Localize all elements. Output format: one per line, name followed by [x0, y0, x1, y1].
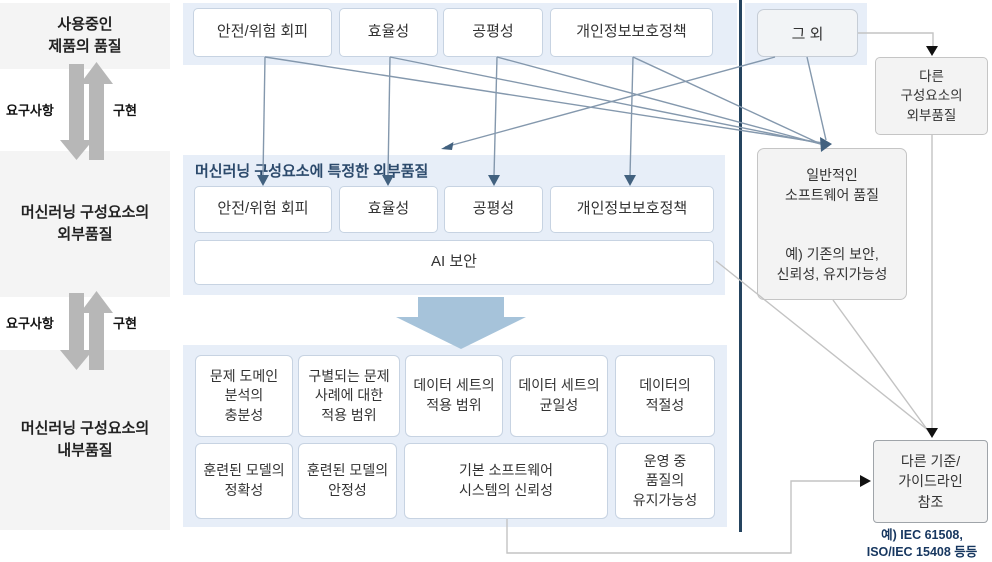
internal-box-model-stability: 훈련된 모델의 안정성 [298, 443, 397, 519]
arrowhead-other-standards-top-icon [926, 428, 938, 438]
ml-external-quality-box: 머신러닝 구성요소의 외부품질 [0, 151, 170, 297]
external-box-safety: 안전/위험 회피 [194, 186, 332, 233]
other-component-quality-box: 다른 구성요소의 외부품질 [875, 57, 988, 135]
top-box-safety: 안전/위험 회피 [193, 8, 332, 57]
ml-internal-quality-box: 머신러닝 구성요소의 내부품질 [0, 350, 170, 530]
top-to-external-connectors [262, 56, 827, 177]
external-box-fairness: 공평성 [444, 186, 543, 233]
vertical-divider-line [739, 0, 742, 532]
arrowhead-external-panel-icon [441, 142, 454, 150]
product-quality-box: 사용중인 제품의 품질 [0, 3, 170, 69]
ai-security-box: AI 보안 [194, 240, 714, 285]
internal-box-data-adequacy: 데이터의 적절성 [615, 355, 715, 437]
top-box-privacy: 개인정보보호정책 [550, 8, 713, 57]
requirements-label-2: 요구사항 [6, 316, 54, 331]
internal-box-maintainability: 운영 중 품질의 유지가능성 [615, 443, 715, 519]
top-box-efficiency: 효율성 [339, 8, 438, 57]
external-box-efficiency: 효율성 [339, 186, 438, 233]
blue-arrowheads [257, 137, 832, 186]
arrowhead-general-quality-icon [820, 137, 832, 152]
internal-box-model-accuracy: 훈련된 모델의 정확성 [195, 443, 293, 519]
top-box-fairness: 공평성 [443, 8, 543, 57]
internal-box-dataset-coverage: 데이터 세트의 적용 범위 [405, 355, 503, 437]
down-arrow-icon [60, 350, 93, 370]
requirements-label-1: 요구사항 [6, 103, 54, 118]
up-arrow-icon [80, 62, 113, 84]
top-box-others: 그 외 [757, 9, 858, 57]
internal-box-dataset-uniformity: 데이터 세트의 균일성 [510, 355, 608, 437]
internal-box-software-reliability: 기본 소프트웨어 시스템의 신뢰성 [404, 443, 608, 519]
other-standards-box: 다른 기준/ 가이드라인 참조 [873, 440, 988, 523]
external-box-privacy: 개인정보보호정책 [550, 186, 714, 233]
external-panel-title: 머신러닝 구성요소에 특정한 외부품질 [195, 163, 429, 180]
right-side-connectors [506, 32, 934, 554]
big-down-arrow-icon [396, 297, 526, 349]
arrowhead-other-component-icon [926, 46, 938, 56]
general-software-example-label: 예) 기존의 보안, 신뢰성, 유지가능성 [776, 245, 888, 282]
requirement-implementation-arrows [60, 62, 113, 370]
internal-box-case-coverage: 구별되는 문제 사례에 대한 적용 범위 [298, 355, 400, 437]
implementation-label-1: 구현 [113, 103, 137, 118]
arrowhead-other-standards-left-icon [860, 475, 871, 487]
general-software-quality-label: 일반적인 소프트웨어 품질 [784, 167, 880, 204]
internal-box-domain-analysis: 문제 도메인 분석의 충분성 [195, 355, 293, 437]
standards-example-caption: 예) IEC 61508, ISO/IEC 15408 등등 [866, 528, 978, 559]
up-arrow-icon [80, 291, 113, 313]
down-arrow-icon [60, 140, 93, 160]
implementation-label-2: 구현 [113, 316, 137, 331]
black-arrowheads [860, 46, 938, 487]
